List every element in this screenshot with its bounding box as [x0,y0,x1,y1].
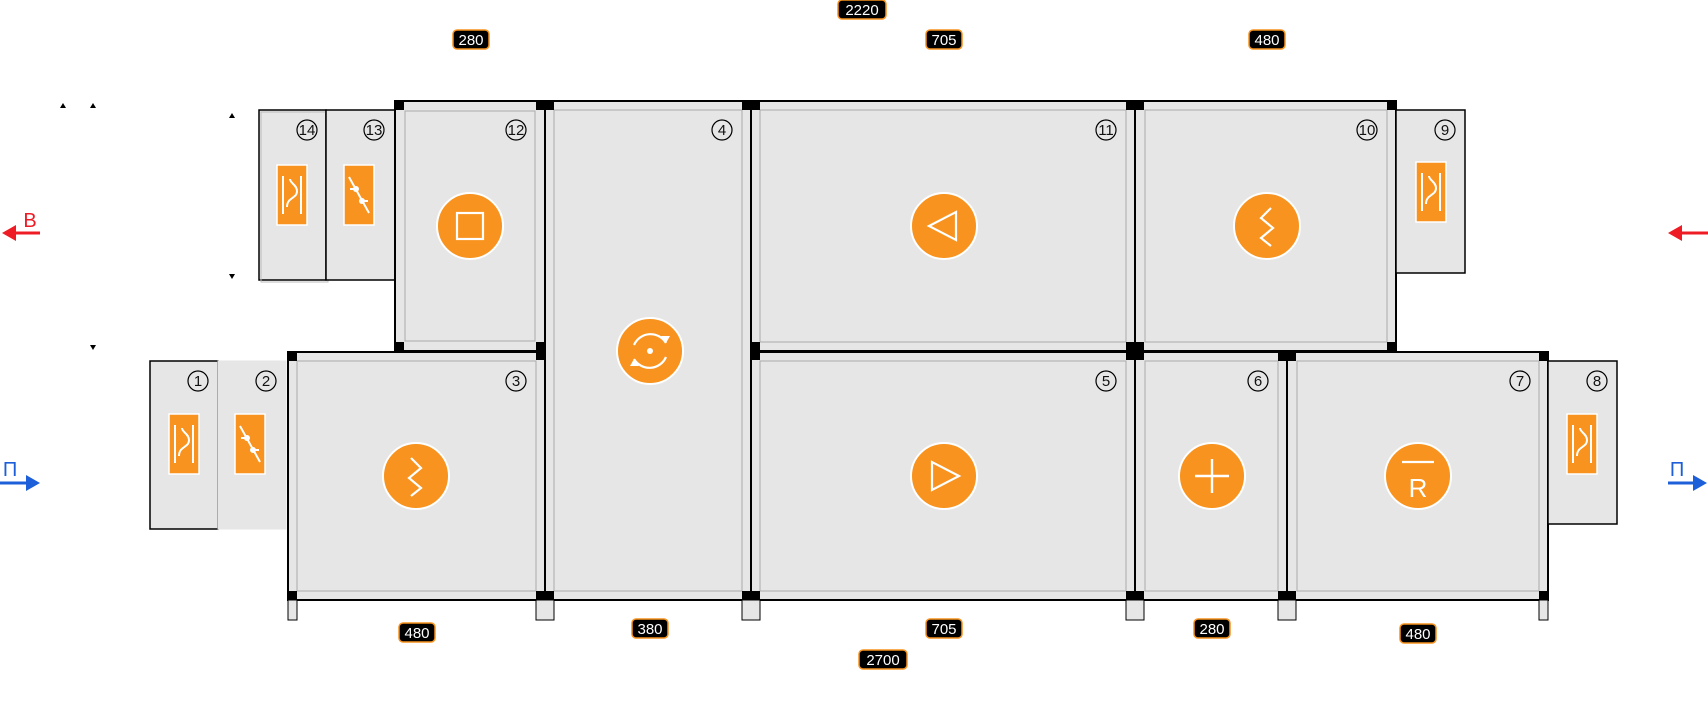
module-4[interactable]: 4 [544,100,752,601]
dimension-top-10: 480 [1248,29,1286,50]
module-2[interactable]: 2 [217,360,287,530]
dimension-total-bottom: 2700 [858,649,908,670]
svg-text:705: 705 [931,621,956,638]
damper-icon [234,413,266,475]
module-11[interactable]: 11 [750,100,1136,352]
svg-text:8: 8 [1593,373,1601,390]
supply-arrow-left: П [0,459,40,491]
dimension-bottom-3: 480 [398,622,436,643]
svg-text:2700: 2700 [866,652,899,669]
svg-text:10: 10 [1359,122,1376,139]
module-9[interactable]: 9 [1395,109,1466,274]
svg-text:380: 380 [637,621,662,638]
exhaust-arrow-right [1668,225,1708,241]
module-5[interactable]: 5 [750,351,1136,601]
svg-text:3: 3 [512,373,520,390]
marker-triangles [60,103,235,350]
module-1[interactable]: 1 [149,360,219,530]
filter-icon [436,192,504,260]
dimension-top-11: 705 [925,29,963,50]
svg-text:705: 705 [931,32,956,49]
dimension-bottom-6: 280 [1193,618,1231,639]
svg-text:2220: 2220 [845,2,878,19]
svg-text:13: 13 [366,122,383,139]
module-8[interactable]: 8 [1547,360,1618,525]
module-3[interactable]: 3 [287,351,546,601]
module-14[interactable]: 14 [258,109,329,283]
svg-text:480: 480 [1254,32,1279,49]
module-10[interactable]: 10 [1134,100,1397,352]
heater-icon [382,442,450,510]
damper-icon [343,164,375,226]
svg-text:5: 5 [1102,373,1110,390]
flex-connector-icon [1415,161,1447,223]
module-6[interactable]: 6 [1134,351,1288,601]
svg-text:280: 280 [458,32,483,49]
flex-connector-icon [168,413,200,475]
svg-text:4: 4 [718,122,726,139]
svg-text:280: 280 [1199,621,1224,638]
flex-connector-icon [276,164,308,226]
svg-text:В: В [23,210,36,232]
svg-text:П: П [3,459,17,481]
svg-text:480: 480 [1405,626,1430,643]
module-12[interactable]: 12 [394,100,546,352]
svg-text:1: 1 [194,373,202,390]
svg-text:П: П [1670,459,1684,481]
svg-text:480: 480 [404,625,429,642]
heater-icon [1233,192,1301,260]
dimension-bottom-5: 705 [925,618,963,639]
svg-text:R: R [1409,473,1428,503]
dimension-bottom-4: 380 [631,618,669,639]
supply-arrow-right: П [1668,459,1707,491]
svg-text:7: 7 [1516,373,1524,390]
module-7[interactable]: R 7 [1286,351,1549,601]
svg-text:6: 6 [1254,373,1262,390]
svg-text:14: 14 [299,122,316,139]
dimension-bottom-7: 480 [1399,623,1437,644]
exhaust-arrow-left: В [2,210,40,241]
svg-text:12: 12 [508,122,525,139]
svg-text:2: 2 [262,373,270,390]
module-13[interactable]: 13 [325,109,396,281]
dimension-total-top: 2220 [837,0,887,20]
svg-text:11: 11 [1098,122,1114,139]
exhaust-fan-icon [910,192,978,260]
frame-feet [287,599,1549,621]
dimension-top-12: 280 [452,29,490,50]
silencer-icon: R [1384,442,1452,510]
frame-corners [288,101,1548,600]
supply-fan-icon [910,442,978,510]
cooler-icon [1178,442,1246,510]
rotary-recuperator-icon [616,317,684,385]
svg-text:9: 9 [1441,122,1449,139]
flex-connector-icon [1566,413,1598,475]
